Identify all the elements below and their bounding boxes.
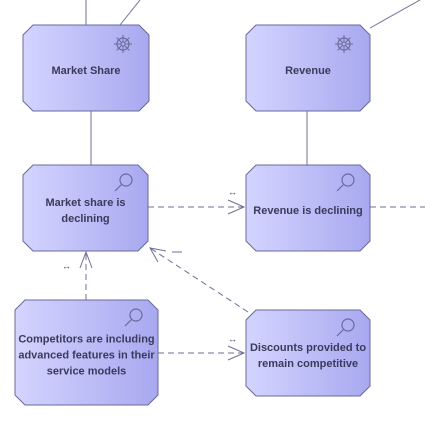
node-label: Market Share xyxy=(51,65,120,77)
node-label: Discounts provided to xyxy=(250,342,366,354)
node-label: Market share is xyxy=(45,197,125,209)
edges xyxy=(79,0,425,361)
arrowhead-revenue-declining xyxy=(227,199,246,215)
driver-wheel-icon xyxy=(114,35,132,53)
node-market-share[interactable]: Market Share xyxy=(22,24,150,112)
arrowhead-discounts xyxy=(227,345,246,361)
node-label: Competitors are including xyxy=(18,334,154,346)
node-shape[interactable] xyxy=(245,164,371,252)
node-shape[interactable] xyxy=(245,309,371,397)
node-revenue[interactable]: Revenue xyxy=(245,24,371,112)
node-shape[interactable] xyxy=(22,164,149,252)
edge-discounts-to-ms-declining[interactable] xyxy=(149,247,249,313)
multiplicity-marker: ↔ xyxy=(62,261,71,271)
arrowhead-ms-declining-diag xyxy=(149,247,167,263)
multiplicity-markers: ↔ ↔ ↔ xyxy=(62,187,237,344)
multiplicity-marker: ↔ xyxy=(228,334,237,344)
assessment-icon xyxy=(124,308,143,327)
assessment-icon xyxy=(336,173,355,192)
edge-market-share-top-right[interactable] xyxy=(119,0,141,26)
node-market-share-declining[interactable]: Market share is declining xyxy=(22,164,149,252)
arrowhead-ms-declining-bottom xyxy=(79,250,93,269)
node-label: remain competitive xyxy=(258,358,358,370)
driver-wheel-icon xyxy=(335,35,353,53)
edge-revenue-top-right[interactable] xyxy=(369,0,421,29)
node-competitors[interactable]: Competitors are including advanced featur… xyxy=(14,299,159,406)
node-discounts[interactable]: Discounts provided to remain competitive xyxy=(245,309,371,397)
node-revenue-declining[interactable]: Revenue is declining xyxy=(245,164,371,252)
assessment-icon xyxy=(114,173,133,192)
assessment-icon xyxy=(336,318,355,337)
node-shape[interactable] xyxy=(14,299,159,406)
node-label: Revenue is declining xyxy=(253,205,362,217)
node-label: advanced features in their xyxy=(18,350,155,362)
node-label: declining xyxy=(61,213,109,225)
multiplicity-marker: ↔ xyxy=(228,187,237,197)
node-label: Revenue xyxy=(285,65,331,77)
node-label: service models xyxy=(47,366,127,378)
